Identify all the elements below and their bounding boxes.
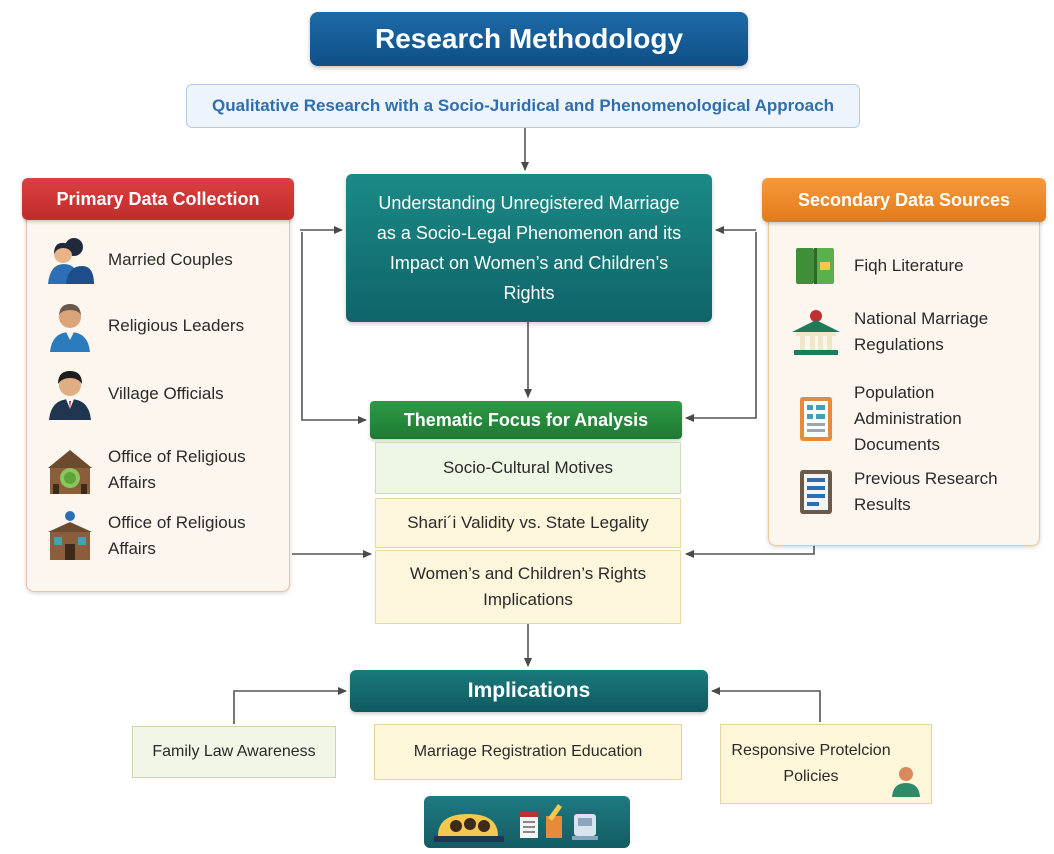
secondary-item-fiqh-literature: Fiqh Literature [790, 240, 1030, 292]
implication-family-law: Family Law Awareness [132, 726, 336, 778]
diagram-title: Research Methodology [310, 12, 748, 66]
secondary-data-header: Secondary Data Sources [762, 178, 1046, 222]
arrow-impl3-to-header [711, 687, 821, 722]
theme-socio-cultural: Socio-Cultural Motives [375, 442, 681, 494]
secondary-item-population-documents: Population Administration Documents [790, 380, 1030, 458]
theme-validity-legality: Shari´i Validity vs. State Legality [375, 498, 681, 548]
primary-item-label: Religious Leaders [108, 316, 245, 335]
central-objective-box: Understanding Unregistered Marriage as a… [346, 174, 712, 322]
implication-protection-policies: Responsive Protelcion Policies [720, 724, 932, 804]
office-building-icon [48, 511, 92, 560]
implications-header: Implications [350, 670, 708, 712]
arrow-secondary-to-thematic [685, 232, 757, 422]
arrow-impl1-to-header [233, 687, 347, 724]
primary-item-label: Office of Religious Affairs [108, 513, 246, 558]
primary-item-married-couples: Married Couples [44, 234, 284, 286]
primary-item-label: Village Officials [108, 384, 224, 403]
implication-registration-education: Marriage Registration Education [374, 724, 682, 780]
primary-item-label: Office of Religious Affairs [108, 447, 246, 492]
primary-item-office-religious-affairs-2: Office of Religious Affairs [44, 510, 284, 562]
person-icon [892, 767, 920, 797]
mosque-building-icon [48, 450, 92, 494]
book-icon [796, 248, 834, 284]
diagram-subtitle: Qualitative Research with a Socio-Juridi… [186, 84, 860, 128]
couple-icon [48, 238, 94, 284]
secondary-item-label: National Marriage Regulations [854, 309, 989, 354]
secondary-item-label: Population Administration Documents [854, 383, 962, 454]
primary-item-label: Married Couples [108, 250, 233, 269]
religious-leader-icon [50, 304, 90, 352]
primary-item-religious-leaders: Religious Leaders [44, 300, 284, 352]
official-icon [49, 371, 91, 420]
arrow-primary-to-thematic [301, 232, 367, 424]
government-building-icon [792, 310, 840, 355]
primary-data-header: Primary Data Collection [22, 178, 294, 220]
primary-item-village-officials: Village Officials [44, 368, 284, 420]
theme-rights-implications: Women’s and Children’s Rights Implicatio… [375, 550, 681, 624]
implication-label: Responsive Protelcion Policies [731, 742, 891, 785]
secondary-item-label: Fiqh Literature [854, 256, 964, 275]
secondary-item-label: Previous Research Results [854, 469, 998, 514]
thematic-focus-header: Thematic Focus for Analysis [370, 401, 682, 439]
primary-item-office-religious-affairs-1: Office of Religious Affairs [44, 444, 284, 496]
secondary-item-national-regulations: National Marriage Regulations [790, 306, 1030, 358]
arrow-secondary-to-themes [685, 546, 815, 558]
secondary-item-previous-research: Previous Research Results [790, 466, 1030, 518]
bottom-illustration-banner [424, 796, 630, 848]
document-icon [800, 397, 832, 441]
community-illustration-icon [434, 804, 598, 842]
report-icon [800, 470, 832, 514]
